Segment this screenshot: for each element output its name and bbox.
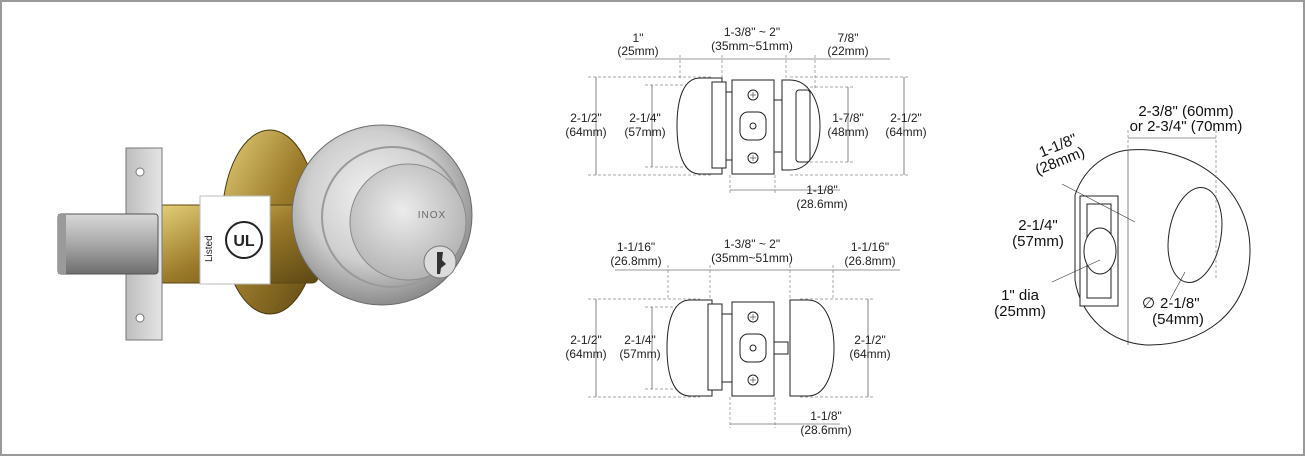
listing-text: Listed: [204, 235, 215, 262]
dim-dc-left-projection-mm: (26.8mm): [610, 254, 661, 268]
dim-dc-left-projection: 1-1/16": [617, 240, 655, 254]
double-cylinder-drawing: [588, 265, 900, 428]
dim-dc-right-projection: 1-1/16": [851, 240, 889, 254]
dim-dc-right-projection-mm: (26.8mm): [844, 254, 895, 268]
dim-faceplate-height-mm: (57mm): [1012, 233, 1064, 250]
dim-dc-outer-dia: 2-1/2": [570, 333, 602, 347]
dim-left-projection: 1": [633, 31, 644, 45]
dim-dc-inner-dia-mm: (57mm): [619, 347, 660, 361]
dim-backset: 2-3/8" (60mm): [1138, 103, 1233, 120]
dim-dc-inner-dia: 2-1/4": [624, 333, 656, 347]
keyway-icon: [437, 252, 446, 274]
dim-left-projection-mm: (25mm): [617, 44, 658, 58]
dim-outer-dia: 2-1/2": [570, 111, 602, 125]
dim-backset-range-mm: (35mm~51mm): [711, 39, 793, 53]
dim-dc-right-outer-dia: 2-1/2": [854, 333, 886, 347]
cross-bore: [1167, 187, 1223, 283]
dim-inner-dia-mm: (57mm): [624, 125, 665, 139]
diameter-symbol-icon: ∅: [1142, 295, 1155, 312]
dim-dc-backset-range-mm: (35mm~51mm): [711, 251, 793, 265]
dim-dc-right-outer-dia-mm: (64mm): [849, 347, 890, 361]
dim-backset-range: 1-3/8" ~ 2": [724, 25, 780, 39]
left-cylinder-outline: [666, 299, 713, 397]
dim-right-projection: 7/8": [838, 31, 859, 45]
dim-dc-throw-mm: (28.6mm): [800, 423, 851, 437]
door-prep-drawing: [1051, 130, 1251, 346]
dim-edge-bore-dia: 1" dia: [1001, 287, 1040, 304]
dim-right-outer-dia: 2-1/2": [890, 111, 922, 125]
right-cylinder-outline: [789, 299, 835, 397]
dim-dc-outer-dia-mm: (64mm): [565, 347, 606, 361]
brand-mark: INOX: [418, 210, 446, 221]
dim-right-projection-mm: (22mm): [827, 44, 868, 58]
dim-faceplate-height: 2-1/4": [1018, 217, 1058, 234]
dim-throw: 1-1/8": [806, 183, 838, 197]
dim-inner-dia: 2-1/4": [629, 111, 661, 125]
dim-dc-throw: 1-1/8": [810, 409, 842, 423]
deadbolt-bolt: [57, 213, 159, 275]
dim-thumbturn-dia-mm: (48mm): [827, 125, 868, 139]
dim-dc-backset-range: 1-3/8" ~ 2": [724, 237, 780, 251]
dim-right-outer-dia-mm: (64mm): [885, 125, 926, 139]
ul-label: [199, 195, 271, 285]
deadbolt-photo: UL Listed INOX: [57, 124, 473, 341]
ul-mark: [225, 221, 263, 259]
dim-outer-dia-mm: (64mm): [565, 125, 606, 139]
left-knob-outline: [676, 77, 723, 175]
dim-cross-bore-dia-mm: (54mm): [1152, 311, 1204, 328]
dim-edge-bore-dia-mm: (25mm): [994, 303, 1046, 320]
edge-bore: [1083, 227, 1117, 275]
dim-backset-alt: or 2-3/4" (70mm): [1130, 118, 1243, 135]
ul-mark-text: UL: [233, 233, 255, 250]
dim-cross-bore-dia: 2-1/8": [1160, 295, 1200, 312]
single-cylinder-drawing: [588, 55, 910, 195]
dim-throw-mm: (28.6mm): [796, 197, 847, 211]
dim-thumbturn-dia: 1-7/8": [832, 111, 864, 125]
